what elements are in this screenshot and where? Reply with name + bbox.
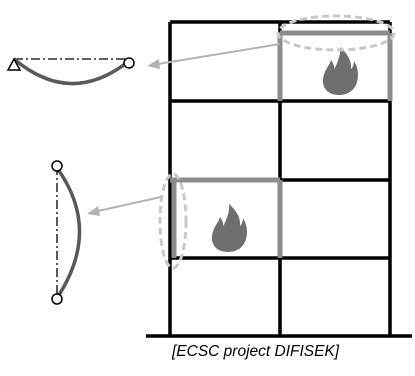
fire-compartment-middle-left <box>170 177 283 258</box>
flame-icon <box>211 204 247 252</box>
highlight-ellipse-column <box>158 172 188 270</box>
deflected-beam-detail <box>6 57 135 86</box>
figure-caption: [ECSC project DIFISEK] <box>172 343 340 360</box>
highlight-ellipse-beam <box>276 14 396 52</box>
arrow-to-column-detail <box>87 196 162 216</box>
column-bottom-joint-icon <box>51 293 63 305</box>
column-top-joint-icon <box>51 160 63 172</box>
deflected-beam-curve <box>12 57 131 86</box>
roller-support-icon <box>123 57 135 69</box>
pin-support-icon <box>6 57 22 71</box>
arrow-to-beam-detail <box>147 43 281 69</box>
flame-icon <box>322 47 358 95</box>
buckled-column-detail <box>51 160 82 305</box>
buckled-column-curve <box>55 166 82 299</box>
